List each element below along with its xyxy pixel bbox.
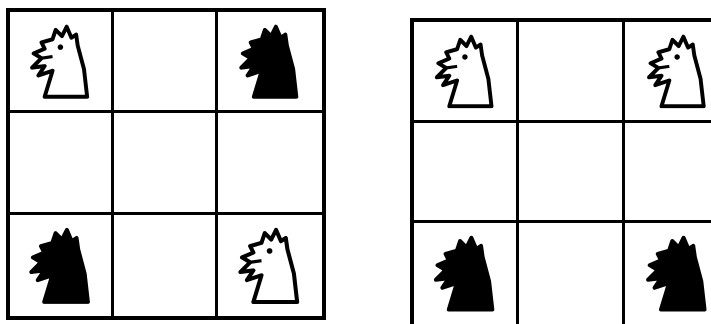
board-cell[interactable]: [10, 215, 114, 316]
board-cell[interactable]: [625, 123, 711, 224]
board-cell[interactable]: [519, 22, 624, 123]
black-knight-icon: [424, 233, 506, 314]
board-cell[interactable]: [218, 12, 322, 113]
board-cell[interactable]: [625, 22, 711, 123]
board-cell[interactable]: [519, 123, 624, 224]
black-knight-icon: [635, 233, 711, 314]
knight-board-left: [6, 8, 326, 320]
board-cell[interactable]: [414, 123, 519, 224]
board-cell[interactable]: [218, 113, 322, 214]
board-cell[interactable]: [114, 215, 218, 316]
board-cell[interactable]: [114, 113, 218, 214]
white-knight-icon: [635, 32, 711, 110]
board-cell[interactable]: [414, 223, 519, 324]
board-cell[interactable]: [10, 12, 114, 113]
board-cell[interactable]: [625, 223, 711, 324]
white-knight-icon: [424, 32, 506, 110]
black-knight-icon: [20, 225, 101, 306]
black-knight-icon: [228, 22, 311, 101]
board-cell[interactable]: [114, 12, 218, 113]
white-knight-icon: [228, 225, 311, 306]
knight-board-right: [410, 18, 711, 324]
board-cell[interactable]: [414, 22, 519, 123]
white-knight-icon: [20, 22, 101, 101]
board-cell[interactable]: [10, 113, 114, 214]
board-cell[interactable]: [519, 223, 624, 324]
board-cell[interactable]: [218, 215, 322, 316]
